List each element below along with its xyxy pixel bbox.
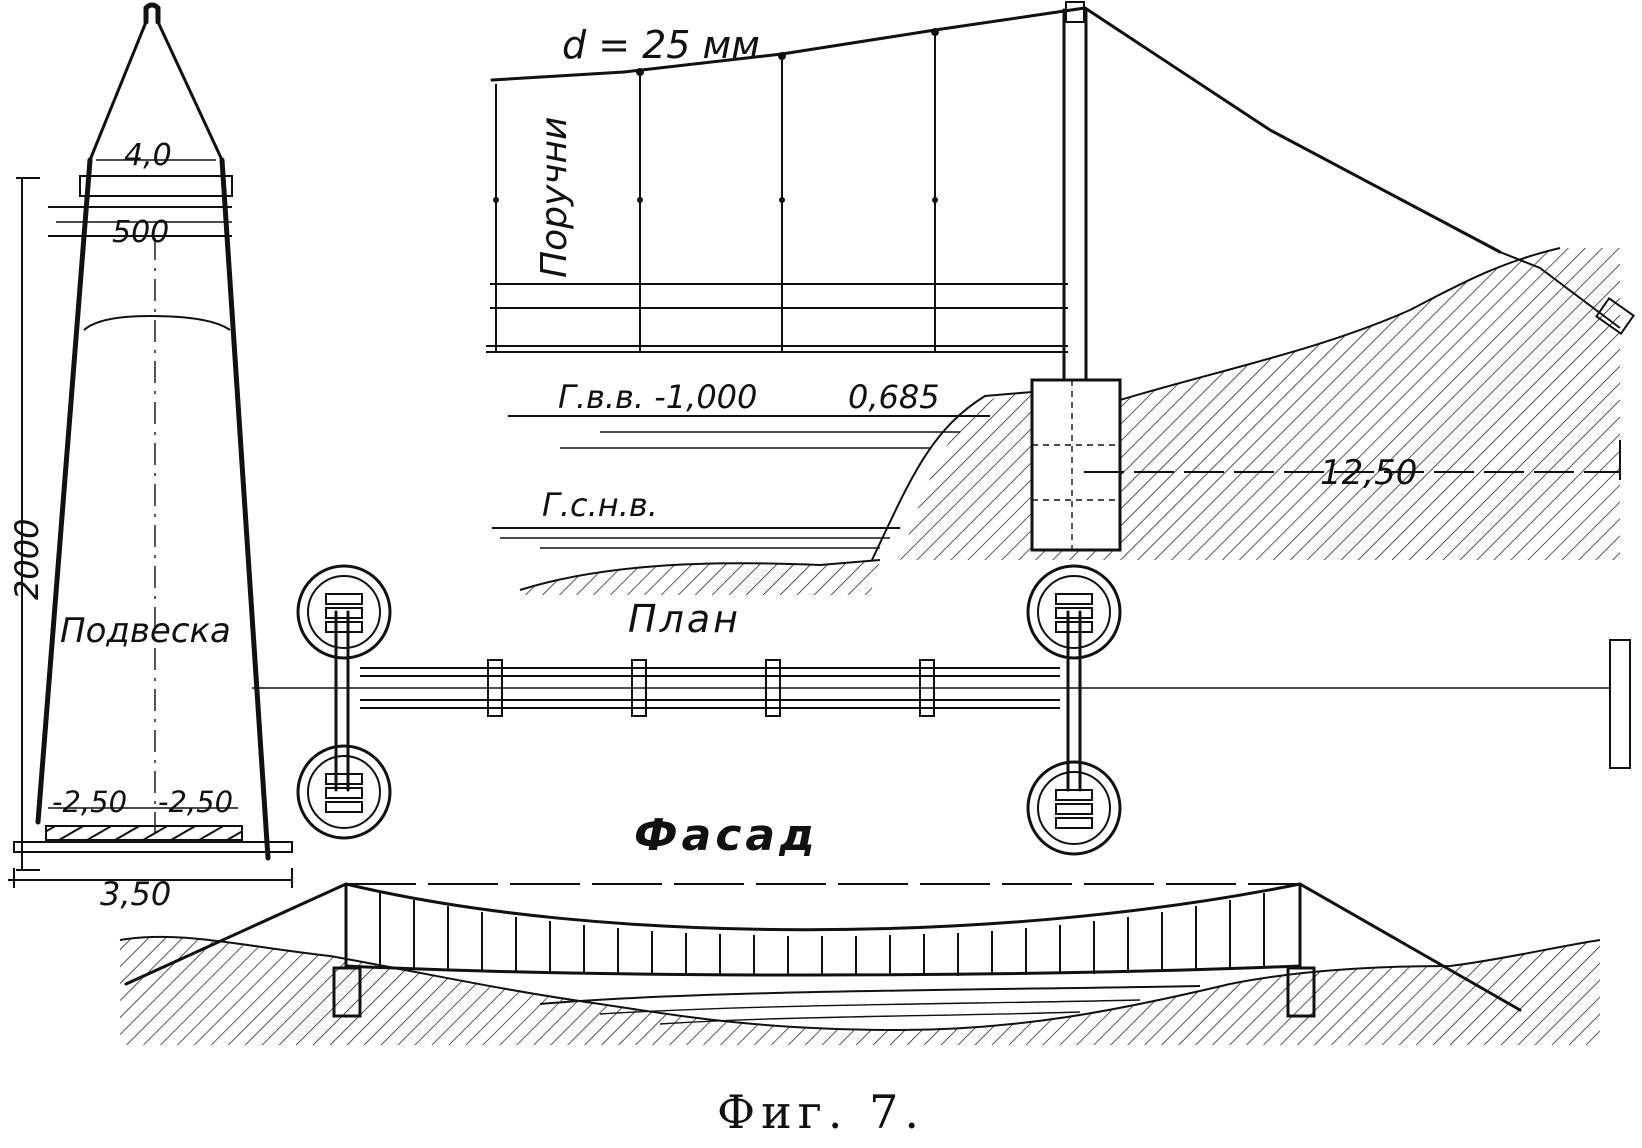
cable-diameter-label: d = 25 мм bbox=[562, 23, 760, 67]
plan-view: План bbox=[252, 564, 1631, 856]
facade-water-line bbox=[539, 985, 1201, 1005]
facade-deck bbox=[344, 964, 1302, 977]
high-water-value: 0,685 bbox=[848, 378, 940, 416]
facade-hangers bbox=[379, 893, 1265, 976]
plan-anchor bbox=[1609, 639, 1631, 769]
plan-pier-left-bottom bbox=[296, 744, 392, 840]
plan-pier-right-bottom bbox=[1026, 760, 1122, 856]
span-dimension: 12,50 bbox=[1320, 453, 1417, 493]
suspension-cable-left bbox=[88, 20, 148, 162]
plan-pier-right-top bbox=[1026, 564, 1122, 660]
facade-ground bbox=[120, 936, 1600, 1045]
plan-crossbar bbox=[765, 659, 781, 717]
plan-pier-left-top bbox=[296, 564, 392, 660]
dim-right-half: -2,50 bbox=[158, 785, 233, 819]
suspension-leg-left bbox=[35, 157, 93, 825]
railing-section-view: d = 25 мм Поручни Г.в.в. -1,000 0,685 Г.… bbox=[486, 1, 1635, 595]
facade-label: Фасад bbox=[634, 810, 819, 861]
plan-crossbar bbox=[631, 659, 647, 717]
dim-top-width: 4,0 bbox=[124, 138, 172, 173]
low-water-label: Г.с.н.в. bbox=[542, 486, 658, 524]
suspension-leg-right bbox=[219, 157, 271, 861]
suspension-top-clamp bbox=[79, 175, 233, 197]
plan-crossbar bbox=[919, 659, 935, 717]
facade-view: Фасад bbox=[119, 810, 1601, 1045]
riverbed bbox=[520, 560, 880, 595]
figure-caption: Фиг. 7. bbox=[717, 1085, 925, 1139]
dim-left-half: -2,50 bbox=[52, 785, 127, 819]
dim-height: 2000 bbox=[8, 519, 46, 600]
suspension-floor-beam bbox=[13, 841, 293, 853]
high-water-label: Г.в.в. -1,000 bbox=[558, 378, 757, 416]
railing-label: Поручни bbox=[534, 117, 575, 278]
plan-crossbar bbox=[487, 659, 503, 717]
dim-cross: 500 bbox=[112, 215, 169, 250]
abutment-pier bbox=[1030, 378, 1122, 552]
suspension-arc bbox=[83, 314, 231, 331]
suspension-hook bbox=[143, 2, 161, 25]
plan-label: План bbox=[628, 597, 741, 641]
suspension-cable-right bbox=[156, 20, 224, 162]
dim-base: 3,50 bbox=[100, 875, 171, 913]
suspension-view: 4,0 500 2000 Подвеска -2,50 -2,50 3,50 bbox=[8, 2, 293, 913]
suspension-label: Подвеска bbox=[60, 611, 231, 651]
facade-cable bbox=[344, 882, 1302, 932]
right-bank-terrain bbox=[900, 248, 1620, 560]
suspension-deck-boards bbox=[45, 825, 243, 841]
